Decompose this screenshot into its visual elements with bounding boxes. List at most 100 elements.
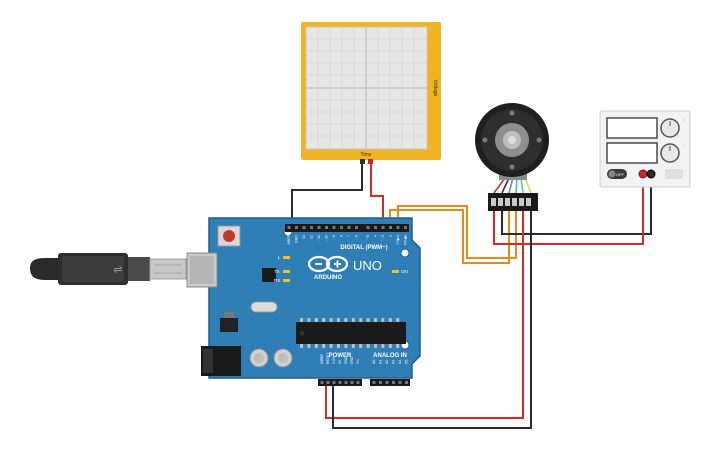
analog-pin-4[interactable] xyxy=(398,381,402,384)
chip-leg xyxy=(307,318,311,322)
supply-terminal-positive[interactable] xyxy=(638,169,648,179)
power-pin-label: GND xyxy=(350,356,354,364)
chip-leg xyxy=(388,318,392,322)
voltage-regulator xyxy=(220,318,238,332)
digital-pin-5[interactable] xyxy=(325,226,328,229)
digital-pin-7[interactable] xyxy=(340,226,343,229)
chip-pins xyxy=(300,318,400,348)
analog-pin-3[interactable] xyxy=(392,381,395,384)
usb-icon: ⇌ xyxy=(113,264,122,276)
digital-pin-label: AREF xyxy=(287,234,291,244)
digital-pin-label: RX◀0 xyxy=(404,235,408,245)
analog-pin-0[interactable] xyxy=(372,381,376,384)
chip-leg xyxy=(322,318,326,322)
chip-leg xyxy=(396,344,400,348)
arduino-logo xyxy=(307,255,349,273)
power-pin-4[interactable] xyxy=(344,381,348,384)
digital-pin-3[interactable] xyxy=(310,226,313,229)
power-pin-label: 5V xyxy=(338,359,342,364)
supply-knob-voltage[interactable] xyxy=(660,118,680,138)
digital-pin-8[interactable] xyxy=(347,226,351,229)
chip-leg xyxy=(359,344,363,348)
power-pin-6[interactable] xyxy=(356,381,360,384)
digital-pin-10[interactable] xyxy=(366,226,370,229)
digital-pin-12[interactable] xyxy=(381,226,385,229)
digital-pin-2[interactable] xyxy=(302,226,306,229)
chip-leg xyxy=(351,344,355,348)
brand-label: ARDUINO xyxy=(314,275,342,281)
digital-pin-1[interactable] xyxy=(295,226,298,229)
digital-pin-6[interactable] xyxy=(332,226,336,229)
chip-leg xyxy=(344,318,348,322)
digital-pin-label: ~5 xyxy=(366,235,370,239)
power-supply[interactable]: ○ ○ OFF xyxy=(599,110,691,188)
atmega-chip xyxy=(296,322,406,344)
wire-scope-gnd[interactable] xyxy=(291,162,363,226)
supply-power-switch[interactable]: OFF xyxy=(607,169,627,179)
dc-motor-encoder[interactable] xyxy=(475,103,549,211)
wire-5v[interactable] xyxy=(325,211,524,419)
analog-pin-label: A0 xyxy=(372,360,376,364)
oscilloscope-time-label: Time xyxy=(361,152,372,158)
led-rx-label: RX xyxy=(274,278,280,283)
digital-pin-9[interactable] xyxy=(355,226,358,229)
crystal-oscillator xyxy=(250,301,278,313)
digital-pin-label: 4 xyxy=(374,235,378,237)
chip-leg xyxy=(366,344,370,348)
chip-leg xyxy=(329,344,333,348)
wire-scope-signal[interactable] xyxy=(370,162,384,226)
chip-leg xyxy=(322,344,326,348)
supply-display-voltage xyxy=(606,117,658,139)
analog-pin-1[interactable] xyxy=(379,381,382,384)
chip-leg xyxy=(300,318,303,322)
wire-motor-supply-black[interactable] xyxy=(501,176,652,235)
wire-motor-supply-red[interactable] xyxy=(493,176,644,245)
power-label: POWER xyxy=(329,353,352,359)
analog-header xyxy=(370,379,410,386)
chip-leg xyxy=(307,344,311,348)
chip-leg xyxy=(396,318,400,322)
digital-pin-13[interactable] xyxy=(389,226,392,229)
power-pin-2[interactable] xyxy=(332,381,336,384)
supply-terminal-negative[interactable] xyxy=(646,169,656,179)
digital-pin-label: 7 xyxy=(347,235,351,237)
chip-leg xyxy=(337,344,340,348)
power-pin-1[interactable] xyxy=(326,381,330,384)
digital-pin-label: ~11 xyxy=(317,235,321,241)
led-tx-label: TX xyxy=(274,269,280,274)
power-pin-5[interactable] xyxy=(350,381,354,384)
encoder-connector xyxy=(488,193,538,211)
digital-header xyxy=(285,224,409,232)
reset-button[interactable] xyxy=(217,225,241,247)
digital-pin-label: 12 xyxy=(310,235,314,239)
power-pin-3[interactable] xyxy=(338,381,342,384)
supply-knob-current[interactable] xyxy=(660,143,680,163)
digital-pin-0[interactable] xyxy=(287,226,291,229)
digital-pin-label: 13 xyxy=(302,235,306,239)
analog-pin-5[interactable] xyxy=(405,381,408,384)
analog-pin-2[interactable] xyxy=(385,381,389,384)
oscilloscope[interactable]: Time Voltage xyxy=(301,22,441,164)
digital-pin-11[interactable] xyxy=(374,226,377,229)
chip-leg xyxy=(300,344,303,348)
digital-pin-label: TX▶1 xyxy=(396,235,400,244)
chip-leg xyxy=(388,344,392,348)
wire-orange-2[interactable] xyxy=(397,205,517,259)
digital-pin-4[interactable] xyxy=(317,226,321,229)
oscilloscope-voltage-label: Voltage xyxy=(432,80,438,97)
chip-leg xyxy=(314,344,318,348)
analog-label: ANALOG IN xyxy=(373,353,407,359)
power-pin-0[interactable] xyxy=(320,381,324,384)
wire-gnd[interactable] xyxy=(332,211,532,429)
digital-pin-15[interactable] xyxy=(404,226,407,229)
chip-leg xyxy=(314,318,318,322)
digital-pin-label: ~10 xyxy=(325,235,329,241)
chip-leg xyxy=(344,344,348,348)
analog-pin-label: A4 xyxy=(398,360,402,364)
wire-orange-1[interactable] xyxy=(389,209,510,264)
usb-cable[interactable]: ⇌ xyxy=(30,253,187,285)
chip-leg xyxy=(374,344,377,348)
digital-pin-14[interactable] xyxy=(396,226,400,229)
